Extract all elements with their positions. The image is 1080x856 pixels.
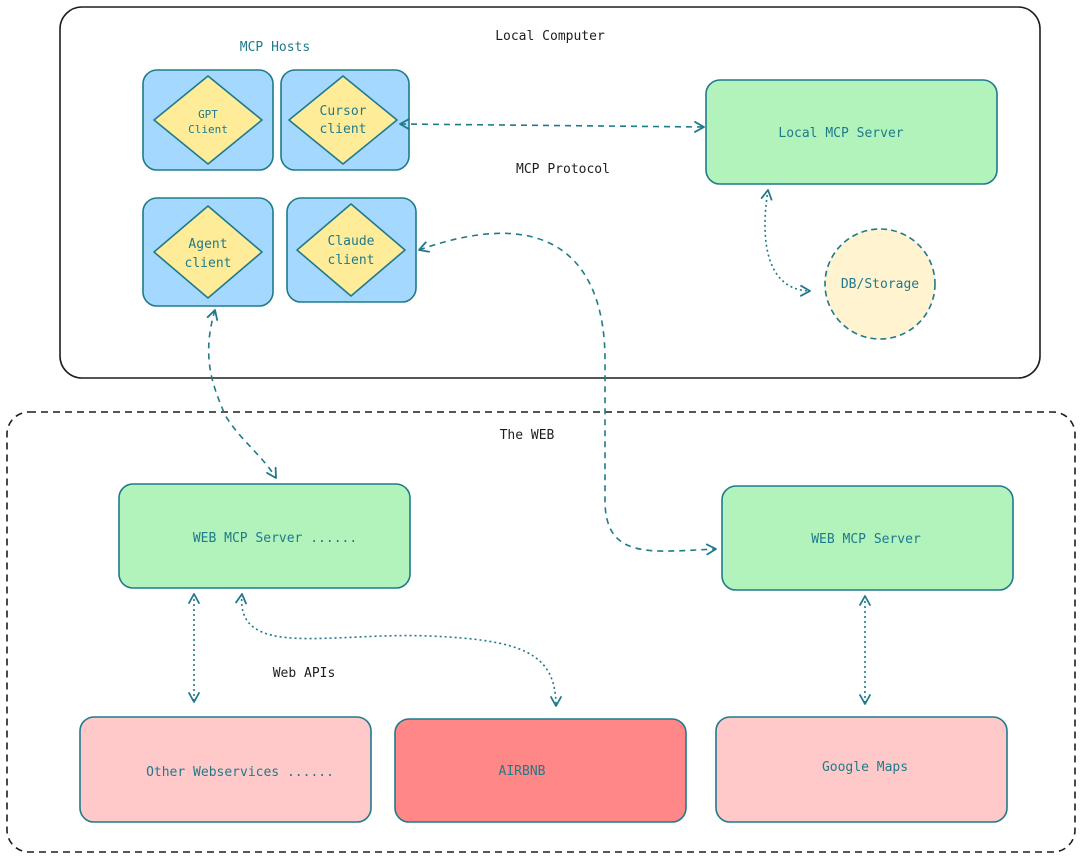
- agent-client-diamond: [153, 205, 263, 299]
- claude-to-web-mcp-right-arrow: [418, 232, 717, 556]
- google-maps-label: Google Maps: [822, 760, 908, 775]
- airbnb-label: AIRBNB: [499, 764, 546, 779]
- cursor-client-label-line2: client: [320, 122, 367, 137]
- web-mcp-left-to-airbnb-arrow: [235, 593, 562, 707]
- gpt-client-label-line1: GPT: [198, 108, 218, 121]
- web-mcp-server-left-label: WEB MCP Server ......: [193, 531, 357, 546]
- web-mcp-server-right-label: WEB MCP Server: [811, 532, 921, 547]
- gpt-client-label-line2: Client: [188, 123, 228, 136]
- gpt-client-diamond: [153, 75, 263, 165]
- cursor-to-local-mcp-arrow: [399, 118, 705, 133]
- local-mcp-server-label: Local MCP Server: [778, 126, 903, 141]
- web-region-title: The WEB: [500, 428, 555, 443]
- web-mcp-server-left-box: [118, 483, 411, 589]
- local-mcp-to-db-arrow: [760, 189, 811, 297]
- cursor-client-label-line1: Cursor: [320, 104, 367, 119]
- mcp-protocol-label: MCP Protocol: [516, 162, 610, 177]
- agent-client-label-line1: Agent: [188, 237, 227, 252]
- agent-to-web-mcp-left-arrow: [206, 309, 277, 479]
- local-computer-title: Local Computer: [495, 29, 605, 44]
- airbnb-box: [394, 718, 687, 823]
- web-apis-label: Web APIs: [273, 666, 336, 681]
- cursor-client-diamond: [288, 75, 398, 165]
- google-maps-box: [715, 716, 1008, 823]
- claude-client-label-line2: client: [328, 253, 375, 268]
- web-mcp-server-right-box: [721, 485, 1014, 591]
- claude-client-label-line1: Claude: [328, 234, 375, 249]
- local-mcp-server-box: [705, 79, 998, 185]
- mcp-hosts-label: MCP Hosts: [240, 40, 310, 55]
- db-storage-circle: [824, 228, 936, 340]
- other-webservices-label: Other Webservices ......: [146, 765, 334, 780]
- other-webservices-box: [79, 716, 372, 823]
- claude-client-diamond: [296, 203, 406, 297]
- db-storage-label: DB/Storage: [841, 277, 919, 292]
- agent-client-label-line2: client: [185, 256, 232, 271]
